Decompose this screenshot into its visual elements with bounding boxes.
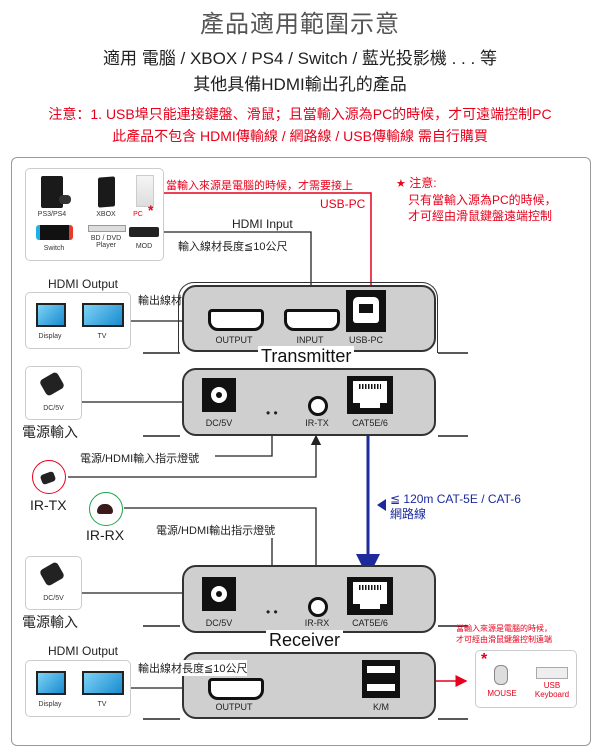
set-top-box-icon [129, 227, 159, 237]
bd-player-icon [88, 225, 126, 232]
device-label: BD / DVD Player [90, 235, 122, 249]
tv-icon [82, 671, 124, 695]
ir-jack-icon[interactable] [308, 597, 328, 617]
indicator-led-icon: • • [266, 406, 278, 420]
power-adapter-icon [38, 371, 66, 397]
page-title: 產品適用範圍示意 [200, 11, 400, 38]
km-note: 當輸入來源是電腦的時候， 才可經由滑鼠鍵盤控制遠端 [456, 624, 552, 644]
display-icon [36, 671, 66, 695]
dc-jack-icon[interactable] [202, 378, 236, 412]
star-icon: * [148, 202, 154, 218]
hdmi-port-icon[interactable] [284, 309, 340, 331]
tx-power-adapter-card: DC/5V [25, 366, 82, 420]
console-icon [41, 176, 63, 208]
rx-output-cable-length: 輸出線材長度≦10公尺 [138, 660, 248, 676]
cable-pointer [377, 499, 386, 511]
transmitter-bottom-panel: DC/5V • • IR-TX CAT5E/6 [182, 368, 436, 436]
receiver-top-panel: DC/5V • • IR-RX CAT5E/6 [182, 565, 436, 633]
source-devices-card: PS3/PS4 XBOX PC * Switch BD / DVD Player… [25, 168, 164, 261]
ir-tx-line [68, 434, 322, 478]
device-label: MOD [135, 243, 153, 250]
subtitle-line-1: 適用 電腦 / XBOX / PS4 / Switch / 藍光投影機 . . … [103, 49, 497, 68]
receiver-label: Receiver [266, 630, 344, 651]
diagram-frame [11, 157, 591, 746]
subtitle-line-2: 其他具備HDMI輸出孔的產品 [193, 75, 407, 94]
dc-jack-icon[interactable] [202, 577, 236, 611]
device-label: PS3/PS4 [37, 211, 67, 218]
power-adapter-icon [38, 561, 66, 587]
hdmi-port-icon[interactable] [208, 309, 264, 331]
mouse-icon [494, 665, 508, 685]
rx-hdmi-output-title: HDMI Output [48, 644, 119, 658]
star-icon: ★ [396, 178, 406, 190]
rx-indicator-label: 電源/HDMI輸出指示燈號 [156, 525, 276, 537]
usb-pc-label: USB-PC [320, 197, 366, 211]
hdmi-input-label: HDMI Input [232, 217, 293, 231]
xbox-icon [98, 176, 115, 208]
ir-rx-label: IR-RX [86, 527, 125, 543]
rx-power-caption: 電源輸入 [22, 614, 78, 630]
tx-indicator-label: 電源/HDMI輸入指示燈號 [80, 453, 200, 465]
usb-pc-line [163, 192, 377, 302]
pc-icon [136, 175, 154, 207]
device-label: PC [133, 211, 143, 218]
transmitter-top-panel: OUTPUT INPUT USB-PC [182, 285, 436, 352]
cable-spec: ≦ 120m CAT-5E / CAT-6 網路線 [390, 492, 521, 521]
tv-icon [82, 303, 124, 327]
warning-line-1: 注意：1. USB埠只能連接鍵盤、滑鼠；且當輸入源為PC的時候，才可遠端控制PC [48, 106, 552, 122]
peripherals-card: * MOUSE USB Keyboard [475, 650, 577, 708]
usb-b-port-icon[interactable] [346, 290, 386, 332]
usb-a-port-icon[interactable] [362, 660, 400, 698]
ir-rx-line [124, 507, 322, 592]
tx-hdmi-output-title: HDMI Output [48, 277, 119, 291]
ir-rx-sensor-icon [89, 492, 123, 526]
hdmi-port-icon[interactable] [208, 678, 264, 700]
device-label: XBOX [96, 211, 116, 218]
rj45-port-icon[interactable] [347, 577, 393, 615]
device-label: Switch [43, 245, 65, 252]
warning-line-2: 此產品不包含 HDMI傳輸線 / 網路線 / USB傳輸線 需自行購買 [112, 128, 488, 144]
ir-tx-label: IR-TX [30, 497, 67, 513]
pc-usb-note: 當輸入來源是電腦的時候，才需要接上 [166, 180, 353, 192]
rx-display-card: Display TV [25, 660, 131, 717]
tx-power-caption: 電源輸入 [22, 424, 78, 440]
ir-jack-icon[interactable] [308, 396, 328, 416]
star-icon: * [481, 651, 488, 668]
tx-display-card: Display TV [25, 292, 131, 349]
indicator-led-icon: • • [266, 605, 278, 619]
rj45-port-icon[interactable] [347, 376, 393, 414]
rx-power-adapter-card: DC/5V [25, 556, 82, 610]
input-cable-length: 輸入線材長度≦10公尺 [178, 241, 288, 253]
keyboard-icon [536, 667, 568, 679]
transmitter-label: Transmitter [258, 346, 355, 367]
switch-icon [36, 225, 73, 240]
display-icon [36, 303, 66, 327]
star-note: ★ 注意: 只有當輸入源為PC的時候， 才可經由滑鼠鍵盤遠端控制 [396, 176, 557, 223]
ir-tx-sensor-icon [32, 460, 66, 494]
